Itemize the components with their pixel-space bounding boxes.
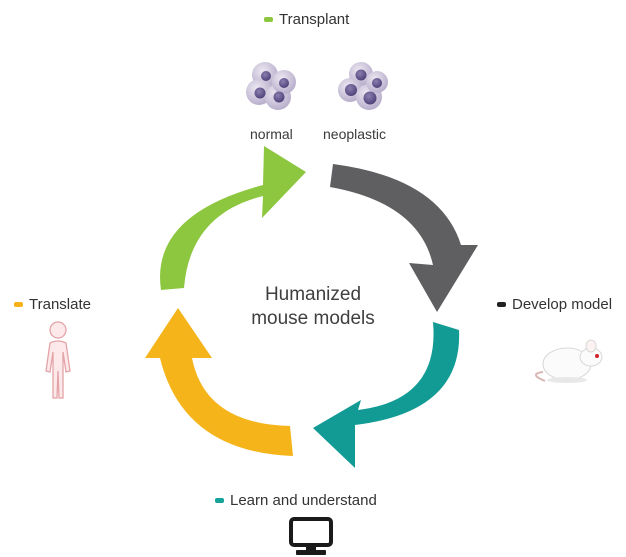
bullet-icon <box>264 16 273 22</box>
mouse-icon <box>535 339 603 383</box>
transplant-label: Transplant <box>279 11 350 28</box>
bullet-icon <box>14 301 23 307</box>
bullet-icon <box>215 497 224 503</box>
arrow-transplant <box>160 146 306 290</box>
translate-label: Translate <box>29 296 91 313</box>
normal-cell-cluster-icon <box>246 62 296 110</box>
develop-model-label: Develop model <box>512 296 613 313</box>
arrow-learn-understand <box>313 322 460 468</box>
center-title-line2: mouse models <box>251 308 375 329</box>
step-learn-understand: Learn and understand <box>215 492 377 509</box>
center-title-line1: Humanized <box>264 284 362 305</box>
arrow-translate <box>145 308 293 456</box>
step-develop-model: Develop model <box>497 296 612 313</box>
arrow-develop-model <box>330 164 478 312</box>
neoplastic-label: neoplastic <box>323 126 387 142</box>
step-translate: Translate <box>14 296 91 313</box>
bullet-icon <box>497 301 506 307</box>
human-figure-icon <box>45 321 71 399</box>
computer-icon <box>289 517 333 555</box>
learn-understand-label: Learn and understand <box>230 492 377 509</box>
normal-label: normal <box>250 126 293 142</box>
step-transplant: Transplant <box>264 11 349 28</box>
center-title: Humanized mouse models <box>213 283 413 331</box>
neoplastic-cell-cluster-icon <box>338 62 388 110</box>
